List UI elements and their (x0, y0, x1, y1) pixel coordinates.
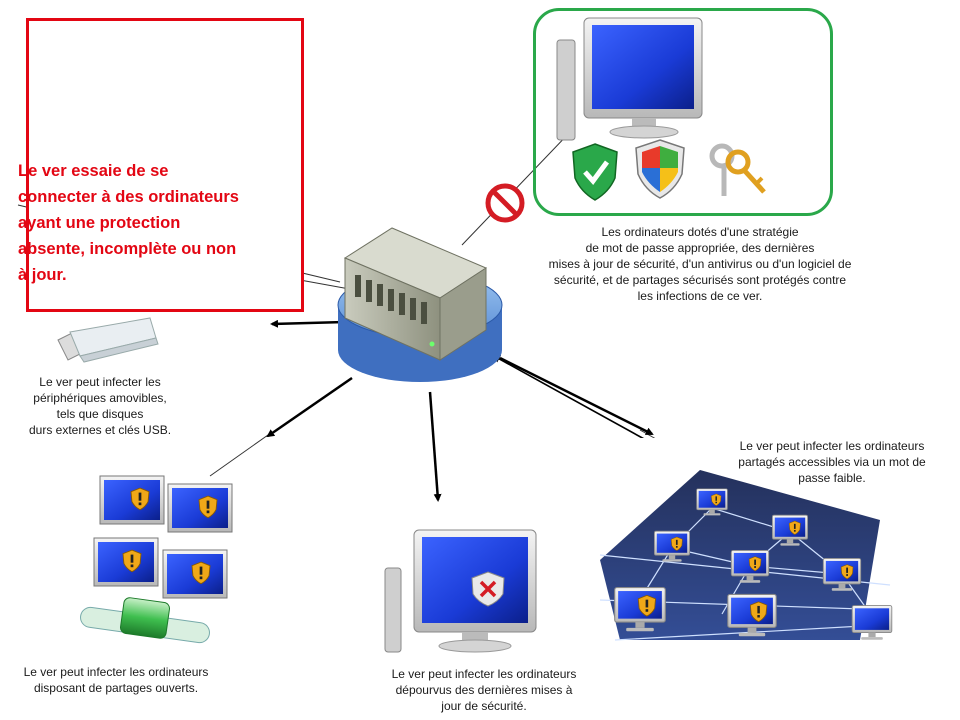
caption-line: disposant de partages ouverts. (33, 681, 199, 695)
unpatched-pc (384, 529, 537, 653)
arrow-usb (270, 319, 346, 328)
link-protected (461, 129, 573, 246)
caption-line: Le ver peut infecter les ordinateurs (23, 665, 209, 679)
open-shares-caption: Le ver peut infecter les ordinateurs dis… (0, 664, 232, 696)
caption-line: périphériques amovibles, (33, 391, 167, 405)
open-shares-computers (80, 475, 233, 644)
callout-line: ayant une protection (18, 214, 181, 232)
arrows (266, 319, 654, 502)
caption-line: sécurité, et de partages sécurisés sont … (553, 273, 847, 287)
check-shield-icon (572, 143, 618, 201)
usb-drive-icon (57, 317, 159, 363)
callout-line: à jour. (18, 266, 67, 284)
caption-line: passe faible. (798, 471, 866, 485)
protected-computers-box (533, 8, 833, 216)
arrow-shares (266, 376, 353, 438)
callout-image-frame (26, 18, 304, 168)
caption-line: de mot de passe appropriée, des dernière… (585, 241, 815, 255)
threat-callout-box (26, 18, 304, 312)
weak-password-caption: Le ver peut infecter les ordinateurs par… (712, 438, 952, 486)
caption-line: Les ordinateurs dotés d'une stratégie (601, 225, 799, 239)
central-server-hub (337, 227, 503, 382)
callout-line: connecter à des ordinateurs (18, 188, 239, 206)
threat-callout-text: Le ver essaie de se connecter à des ordi… (18, 158, 274, 288)
arrow-updates (428, 391, 442, 502)
caption-line: les infections de ce ver. (637, 289, 763, 303)
caption-line: dépourvus des dernières mises à (395, 683, 573, 697)
caption-line: jour de sécurité. (441, 699, 527, 713)
arrow-network-return (492, 355, 647, 441)
protected-caption: Les ordinateurs dotés d'une stratégie de… (520, 224, 880, 304)
callout-line: Le ver essaie de se (18, 162, 169, 180)
caption-line: durs externes et clés USB. (28, 423, 172, 437)
share-pipe-icon (80, 597, 210, 644)
caption-line: Le ver peut infecter les ordinateurs (739, 439, 925, 453)
caption-line: Le ver peut infecter les (39, 375, 161, 389)
callout-line: absente, incomplète ou non (18, 240, 237, 258)
updates-caption: Le ver peut infecter les ordinateurs dép… (366, 666, 602, 714)
caption-line: mises à jour de sécurité, d'un antivirus… (548, 257, 852, 271)
windows-shield-icon (635, 139, 685, 199)
arrow-network (499, 356, 654, 436)
blocked-icon (485, 183, 525, 223)
caption-line: partagés accessibles via un mot de (738, 455, 926, 469)
usb-caption: Le ver peut infecter les périphériques a… (10, 374, 190, 438)
link-shares-thin (209, 434, 269, 477)
network-shared-computers (578, 438, 940, 660)
caption-line: tels que disques (56, 407, 144, 421)
protected-pc (556, 17, 703, 141)
keys-icon (709, 143, 766, 196)
caption-line: Le ver peut infecter les ordinateurs (391, 667, 577, 681)
